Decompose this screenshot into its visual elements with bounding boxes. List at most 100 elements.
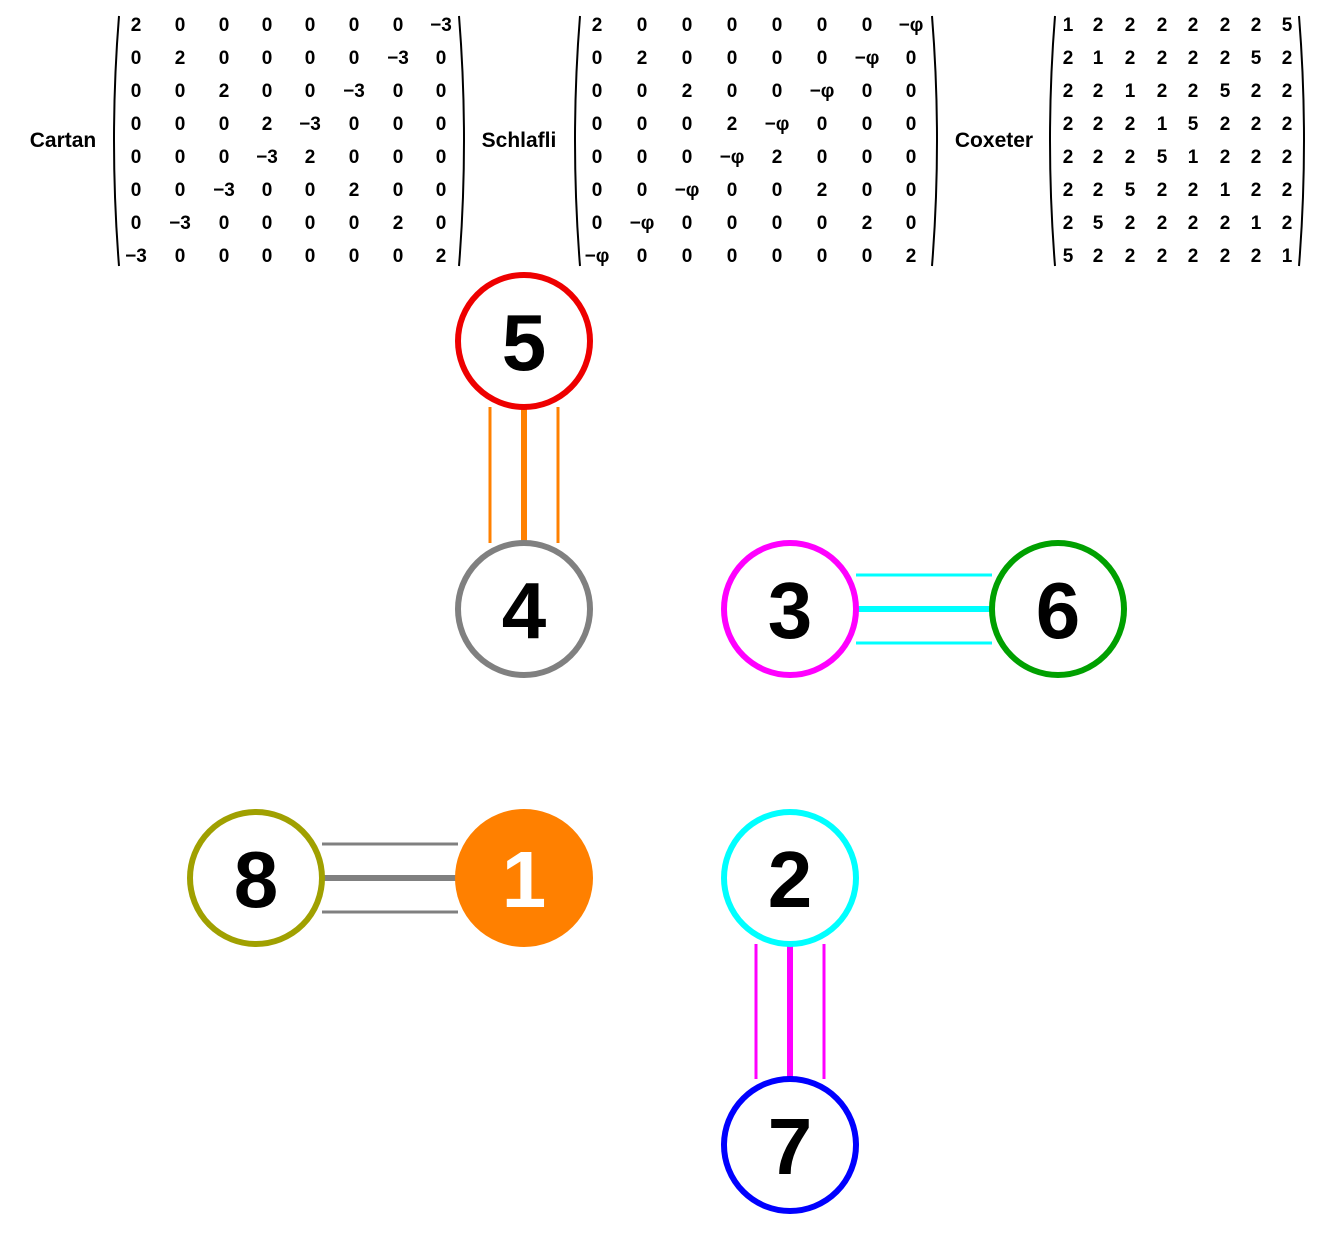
- cartan-matrix-cell: 0: [436, 114, 447, 135]
- schlafli-matrix-cell: 0: [592, 180, 603, 201]
- schlafli-matrix-cell: 0: [682, 213, 693, 234]
- coxeter-matrix-cell: 1: [1063, 15, 1074, 36]
- cartan-matrix-cell: 0: [131, 81, 142, 102]
- cartan-matrix-cell: 0: [305, 15, 316, 36]
- coxeter-matrix-cell: 2: [1220, 246, 1231, 267]
- schlafli-matrix-cell: 0: [862, 147, 873, 168]
- coxeter-matrix-cell: 2: [1157, 180, 1168, 201]
- node-8: 8: [187, 809, 325, 947]
- cartan-matrix-cell: 0: [436, 81, 447, 102]
- cartan-matrix-cell: 0: [175, 81, 186, 102]
- coxeter-matrix-cell: 1: [1282, 246, 1293, 267]
- coxeter-matrix-cell: 2: [1220, 48, 1231, 69]
- cartan-right-paren: [458, 15, 465, 267]
- coxeter-matrix-cell: 5: [1188, 114, 1199, 135]
- edge-3-6: [856, 573, 992, 645]
- edge-8-1: [322, 842, 458, 914]
- coxeter-matrix-cell: 5: [1251, 48, 1262, 69]
- coxeter-right-paren: [1298, 15, 1305, 267]
- node-5: 5: [455, 272, 593, 410]
- coxeter-matrix-cell: 2: [1251, 147, 1262, 168]
- cartan-matrix-cell: 0: [262, 180, 273, 201]
- cartan-matrix-cell: 0: [262, 246, 273, 267]
- cartan-matrix-cell: 2: [393, 213, 404, 234]
- schlafli-matrix-cell: 0: [906, 180, 917, 201]
- schlafli-matrix-cell: −φ: [630, 213, 655, 234]
- schlafli-matrix-cell: 0: [817, 147, 828, 168]
- cartan-matrix-cell: 0: [219, 15, 230, 36]
- cartan-matrix-cell: 2: [175, 48, 186, 69]
- schlafli-matrix-cell: 0: [817, 114, 828, 135]
- cartan-matrix-cell: 0: [175, 246, 186, 267]
- coxeter-matrix-cell: 2: [1282, 48, 1293, 69]
- coxeter-matrix-cell: 2: [1125, 15, 1136, 36]
- cartan-matrix-cell: 0: [349, 15, 360, 36]
- schlafli-matrix-cell: 0: [592, 81, 603, 102]
- coxeter-matrix-cell: 2: [1157, 15, 1168, 36]
- schlafli-matrix-cell: 2: [637, 48, 648, 69]
- cartan-matrix-cell: 2: [436, 246, 447, 267]
- schlafli-matrix-cell: 0: [592, 114, 603, 135]
- cartan-matrix-cell: 0: [349, 246, 360, 267]
- coxeter-matrix-cell: 2: [1125, 147, 1136, 168]
- cartan-matrix-cell: 0: [219, 147, 230, 168]
- schlafli-matrix-cell: 2: [727, 114, 738, 135]
- schlafli-matrix-cell: 0: [817, 15, 828, 36]
- cartan-matrix-cell: 0: [349, 114, 360, 135]
- schlafli-matrix-cell: 0: [637, 15, 648, 36]
- coxeter-matrix-cell: 2: [1093, 114, 1104, 135]
- coxeter-matrix-cell: 2: [1282, 114, 1293, 135]
- cartan-matrix-cell: 0: [349, 147, 360, 168]
- coxeter-matrix-cell: 2: [1063, 147, 1074, 168]
- coxeter-matrix-cell: 2: [1093, 246, 1104, 267]
- schlafli-matrix-cell: 0: [637, 246, 648, 267]
- coxeter-matrix-cell: 2: [1157, 81, 1168, 102]
- cartan-matrix-cell: 0: [219, 48, 230, 69]
- schlafli-matrix-label: Schlafli: [482, 129, 557, 152]
- schlafli-matrix-cell: 0: [772, 213, 783, 234]
- schlafli-matrix-cell: 0: [906, 48, 917, 69]
- cartan-matrix-cell: 0: [175, 180, 186, 201]
- schlafli-matrix-cell: −φ: [675, 180, 700, 201]
- cartan-matrix-cell: 0: [305, 213, 316, 234]
- coxeter-matrix-cell: 2: [1125, 114, 1136, 135]
- cartan-matrix-cell: 0: [262, 213, 273, 234]
- coxeter-matrix-cell: 5: [1157, 147, 1168, 168]
- cartan-matrix-cell: 0: [349, 48, 360, 69]
- node-circle: [721, 540, 859, 678]
- cartan-matrix-cell: 0: [393, 114, 404, 135]
- coxeter-matrix-cell: 1: [1188, 147, 1199, 168]
- coxeter-matrix-cell: 5: [1282, 15, 1293, 36]
- schlafli-matrix-cell: −φ: [720, 147, 745, 168]
- schlafli-matrix-cell: 0: [682, 48, 693, 69]
- node-2: 2: [721, 809, 859, 947]
- node-circle: [455, 272, 593, 410]
- coxeter-matrix-cell: 2: [1157, 48, 1168, 69]
- coxeter-matrix-cell: 2: [1188, 180, 1199, 201]
- node-label: 7: [768, 1102, 813, 1191]
- coxeter-matrix-cell: 5: [1093, 213, 1104, 234]
- coxeter-matrix-cell: 2: [1093, 81, 1104, 102]
- cartan-matrix-cell: 0: [131, 213, 142, 234]
- coxeter-matrix-cell: 2: [1188, 246, 1199, 267]
- cartan-matrix-cell: 0: [175, 147, 186, 168]
- coxeter-matrix-cell: 2: [1282, 81, 1293, 102]
- node-3: 3: [721, 540, 859, 678]
- schlafli-matrix-cell: 0: [727, 15, 738, 36]
- edge-5-4: [488, 407, 560, 543]
- cartan-matrix-cell: 0: [393, 246, 404, 267]
- coxeter-matrix-cell: 1: [1251, 213, 1262, 234]
- coxeter-matrix-cell: 2: [1251, 114, 1262, 135]
- schlafli-matrix-cell: 0: [682, 114, 693, 135]
- node-6: 6: [989, 540, 1127, 678]
- schlafli-matrix-cell: 0: [637, 180, 648, 201]
- coxeter-matrix-cell: 2: [1188, 213, 1199, 234]
- schlafli-matrix-cell: 0: [906, 114, 917, 135]
- node-circle: [721, 1076, 859, 1214]
- cartan-matrix-cell: −3: [430, 15, 452, 36]
- coxeter-matrix-cell: 2: [1125, 246, 1136, 267]
- schlafli-matrix-cell: 0: [817, 48, 828, 69]
- schlafli-matrix-cell: −φ: [765, 114, 790, 135]
